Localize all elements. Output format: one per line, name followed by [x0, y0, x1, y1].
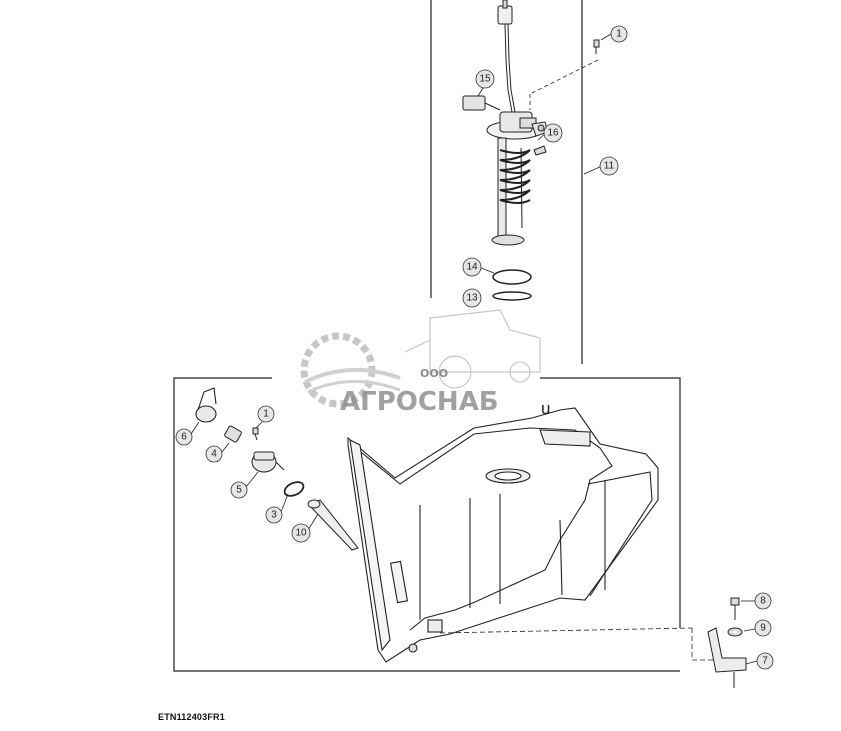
bracket-part-7 [707, 627, 747, 688]
callout-11: 11 [599, 156, 619, 176]
svg-text:13: 13 [466, 293, 478, 304]
svg-text:15: 15 [479, 74, 491, 85]
gear-icon [300, 332, 401, 408]
filler-cap-part-6 [195, 387, 217, 423]
sender-assembly-frame [430, 0, 583, 364]
callout-15: 15 [475, 69, 495, 89]
watermark-logo [272, 302, 541, 408]
svg-text:4: 4 [211, 449, 217, 460]
svg-text:14: 14 [466, 262, 478, 273]
callout-6: 6 [175, 428, 193, 446]
screw-part-1-top [593, 39, 600, 54]
leader-lines-lower [439, 627, 716, 661]
svg-text:1: 1 [616, 29, 622, 40]
seal-ring-14 [492, 269, 532, 285]
strainer-part-10 [307, 499, 359, 551]
screw-part-1-lower [252, 427, 259, 441]
washer-part-9 [727, 627, 743, 637]
watermark-name: АГРОСНАБ [340, 387, 499, 417]
watermark-suffix: u [541, 399, 550, 418]
callout-3: 3 [265, 506, 283, 524]
svg-text:3: 3 [271, 510, 277, 521]
callout-10: 10 [291, 523, 311, 543]
callout-1-top: 1 [610, 25, 628, 43]
valve-body-part-5 [251, 451, 285, 473]
svg-text:8: 8 [760, 596, 766, 607]
svg-text:16: 16 [547, 128, 559, 139]
svg-text:1: 1 [263, 409, 269, 420]
o-ring-part-3 [283, 481, 305, 497]
svg-text:11: 11 [604, 161, 615, 172]
fuel-sender-unit [486, 111, 549, 246]
svg-text:7: 7 [762, 656, 768, 667]
sender-wire-harness [497, 0, 516, 113]
callout-14: 14 [462, 257, 482, 277]
sender-part-15 [462, 95, 501, 111]
svg-text:6: 6 [181, 432, 187, 443]
leader-lines-upper [529, 59, 599, 110]
callout-leaders-lower [190, 421, 758, 665]
callout-4: 4 [205, 445, 223, 463]
callout-8: 8 [754, 592, 772, 610]
svg-text:9: 9 [760, 623, 766, 634]
tank-frame [173, 377, 681, 672]
seal-ring-13 [492, 291, 532, 301]
watermark-prefix: ООО [420, 367, 448, 380]
callout-9: 9 [754, 619, 772, 637]
fuel-tank [347, 407, 659, 663]
figure-reference-code: ETN112403FR1 [158, 712, 225, 722]
callout-13: 13 [462, 288, 482, 308]
callout-7: 7 [756, 652, 774, 670]
bolt-part-8 [730, 597, 740, 620]
callout-16: 16 [543, 123, 563, 143]
callout-5: 5 [230, 481, 248, 499]
adapter-part-4 [224, 425, 242, 443]
callout-1-lower: 1 [257, 405, 275, 423]
svg-text:10: 10 [295, 528, 307, 539]
svg-text:5: 5 [236, 485, 242, 496]
sender-part-16 [533, 145, 547, 156]
